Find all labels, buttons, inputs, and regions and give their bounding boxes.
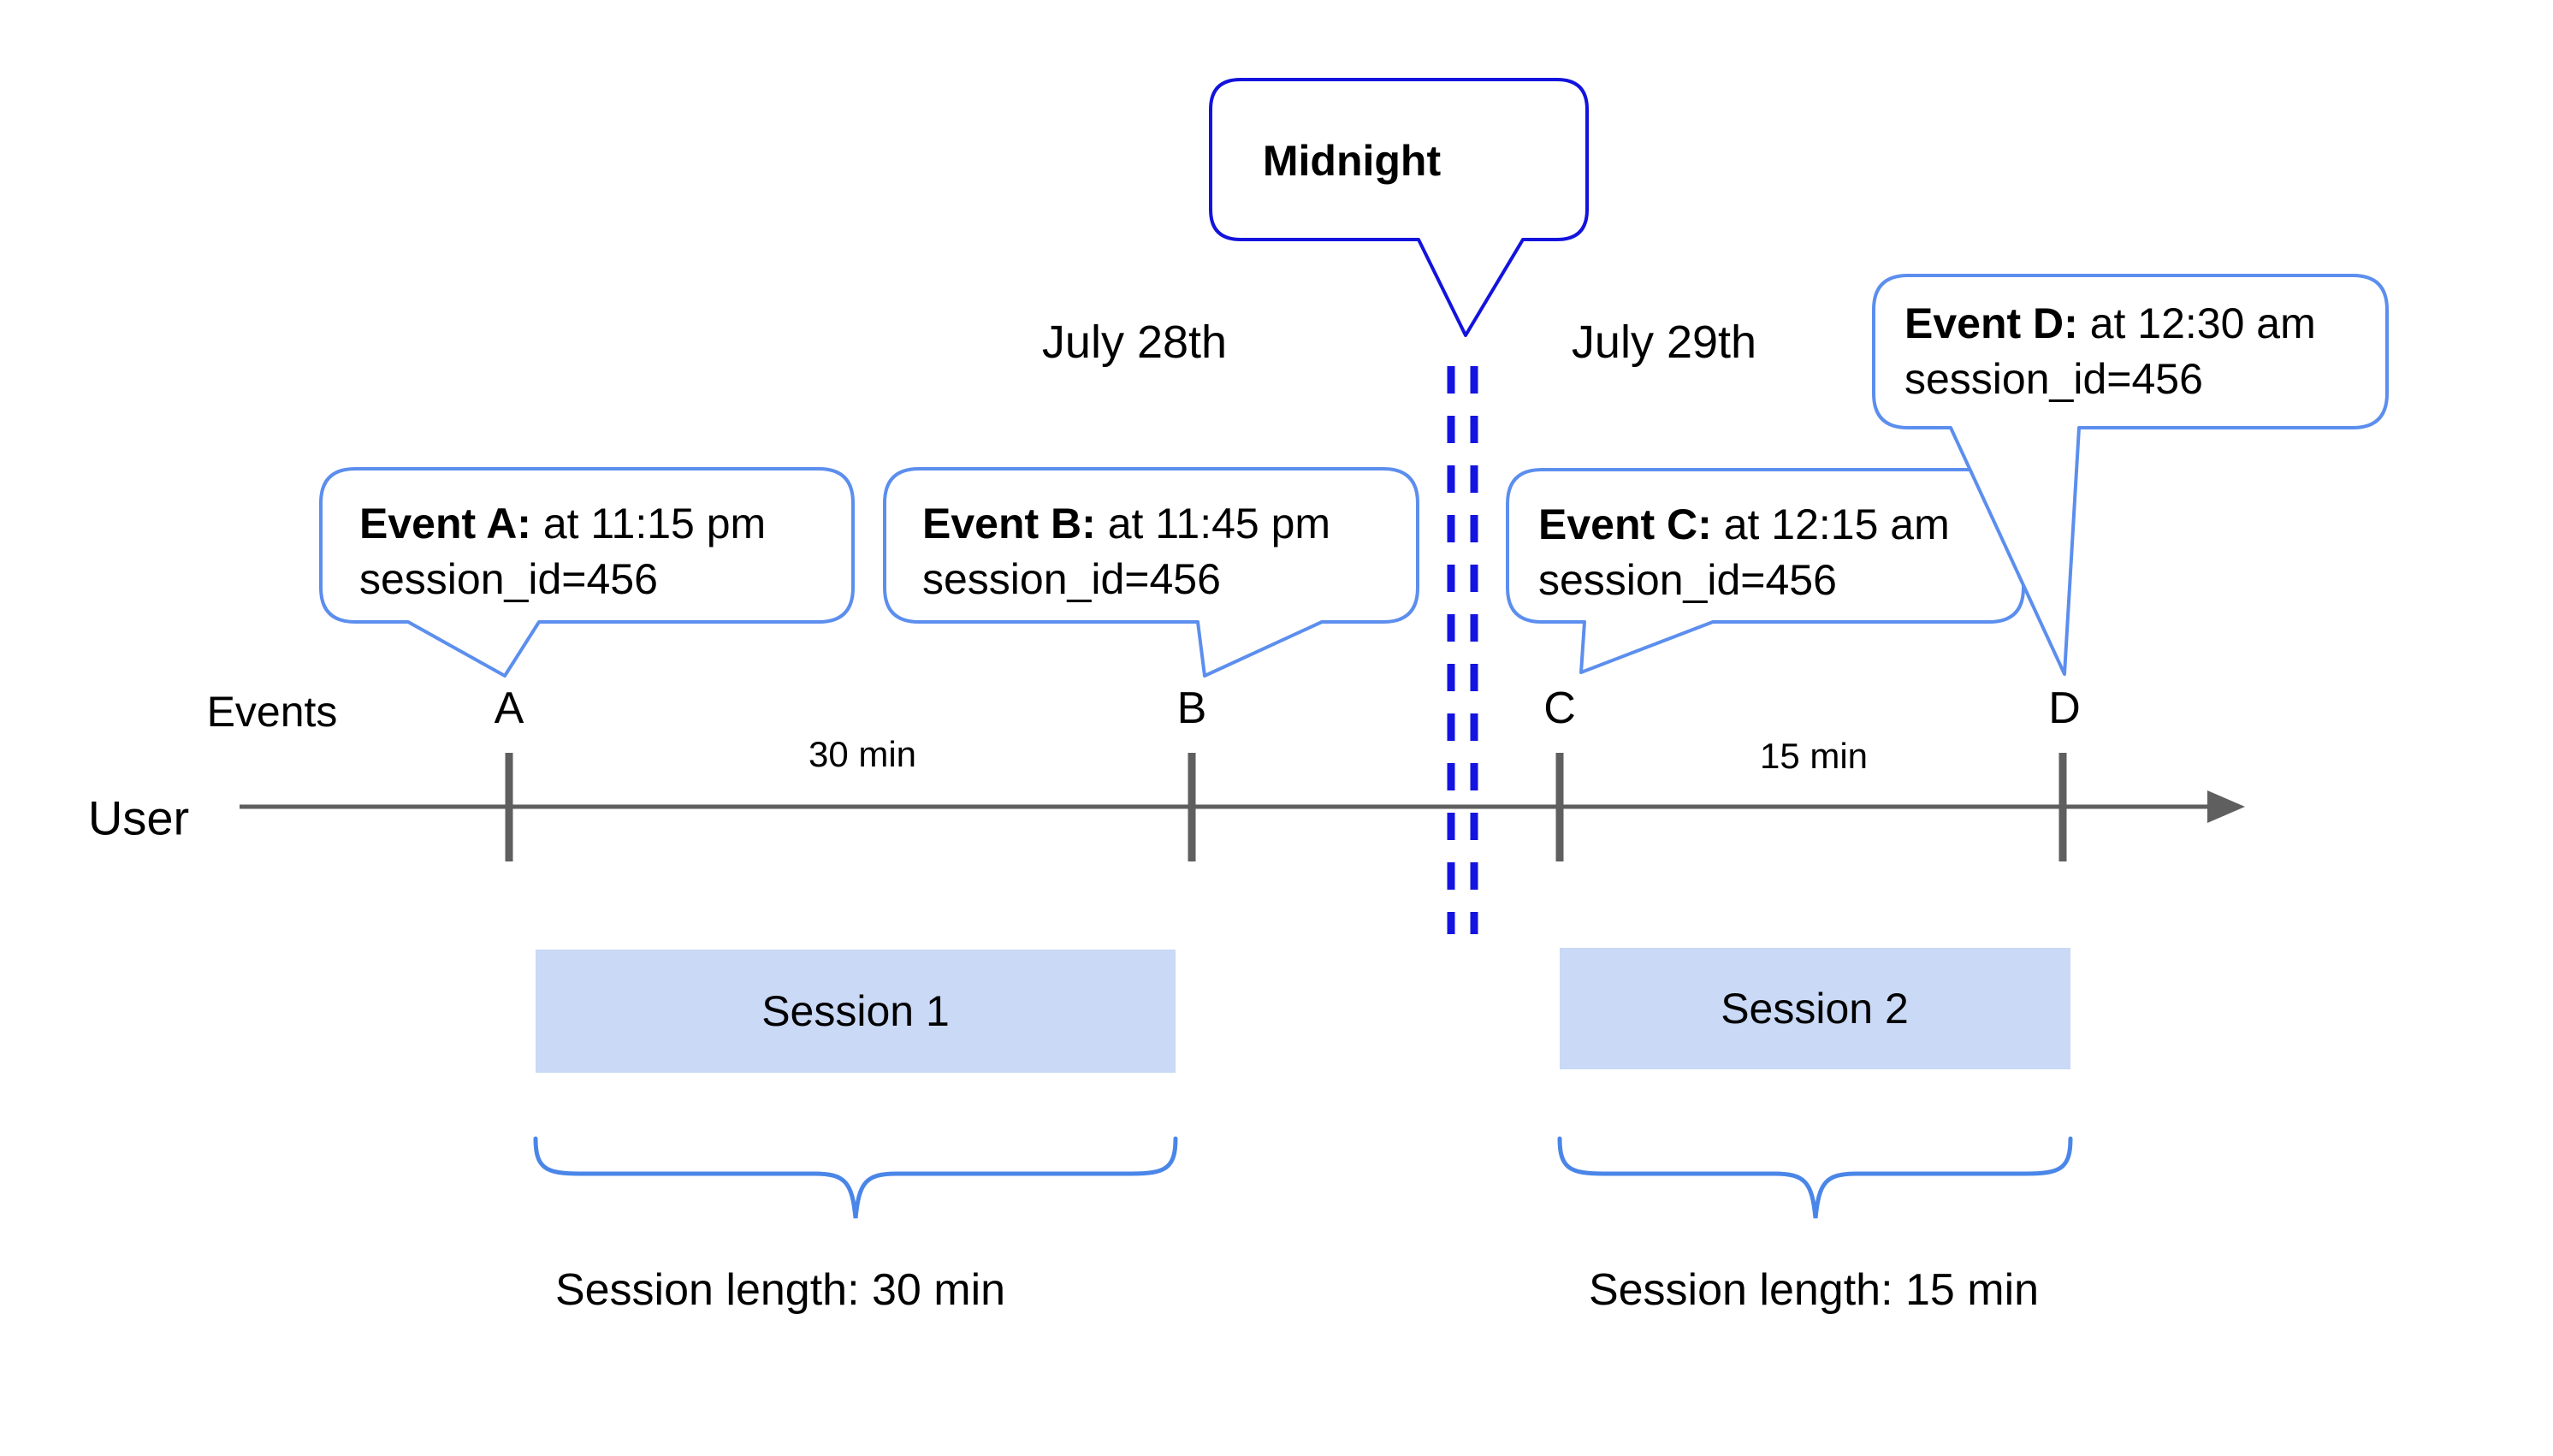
session-2-brace bbox=[1557, 1136, 2073, 1219]
event-a-callout-line1: Event A: at 11:15 pm bbox=[359, 496, 766, 552]
event-a-callout-time: at 11:15 pm bbox=[530, 500, 767, 547]
event-marker-a: A bbox=[494, 684, 524, 733]
event-c-callout-line1: Event C: at 12:15 am bbox=[1538, 497, 1950, 553]
event-b-callout-line1: Event B: at 11:45 pm bbox=[922, 496, 1330, 552]
event-a-callout-title: Event A: bbox=[359, 500, 531, 547]
interval-label-15-min: 15 min bbox=[1759, 736, 1869, 776]
midnight-callout-bubble bbox=[1209, 78, 1589, 337]
event-a-callout-bubble bbox=[319, 467, 855, 678]
event-d-callout-time: at 12:30 am bbox=[2077, 299, 2316, 347]
event-b-callout-text: Event B: at 11:45 pm session_id=456 bbox=[922, 496, 1330, 607]
event-b-callout-session-id: session_id=456 bbox=[922, 555, 1221, 603]
event-d-callout-line1: Event D: at 12:30 am bbox=[1904, 296, 2316, 352]
event-d-callout-title: Event D: bbox=[1904, 299, 2078, 347]
session-1-bar bbox=[536, 950, 1176, 1073]
event-a-callout-text: Event A: at 11:15 pm session_id=456 bbox=[359, 496, 766, 607]
event-d-callout-text: Event D: at 12:30 am session_id=456 bbox=[1904, 296, 2316, 407]
session-2-length-caption: Session length: 15 min bbox=[1588, 1265, 2040, 1315]
timeline-arrowhead bbox=[2207, 790, 2245, 823]
interval-label-30-min: 30 min bbox=[808, 734, 917, 774]
date-label-july-28: July 28th bbox=[1041, 317, 1228, 368]
session-2-bar bbox=[1560, 948, 2070, 1069]
event-marker-b: B bbox=[1176, 684, 1207, 733]
event-b-callout-time: at 11:45 pm bbox=[1095, 500, 1331, 547]
event-d-callout-bubble bbox=[1872, 274, 2389, 676]
event-c-callout-session-id: session_id=456 bbox=[1538, 556, 1837, 604]
session-1-brace bbox=[533, 1136, 1178, 1219]
user-row-label: User bbox=[87, 790, 190, 845]
events-row-label: Events bbox=[206, 688, 338, 736]
event-d-callout-session-id: session_id=456 bbox=[1904, 355, 2203, 403]
event-c-callout-time: at 12:15 am bbox=[1711, 500, 1950, 548]
event-marker-d: D bbox=[2048, 684, 2081, 733]
session-1-length-caption: Session length: 30 min bbox=[554, 1265, 1006, 1315]
event-b-callout-title: Event B: bbox=[922, 500, 1096, 547]
event-b-callout-bubble bbox=[883, 467, 1419, 678]
session-1-label: Session 1 bbox=[761, 987, 950, 1035]
event-c-callout-title: Event C: bbox=[1538, 500, 1712, 548]
date-label-july-29: July 29th bbox=[1571, 317, 1757, 368]
session-2-label: Session 2 bbox=[1721, 985, 1909, 1033]
event-c-callout-text: Event C: at 12:15 am session_id=456 bbox=[1538, 497, 1950, 608]
midnight-callout-label: Midnight bbox=[1262, 137, 1442, 185]
event-marker-c: C bbox=[1543, 684, 1576, 733]
event-a-callout-session-id: session_id=456 bbox=[359, 555, 658, 603]
